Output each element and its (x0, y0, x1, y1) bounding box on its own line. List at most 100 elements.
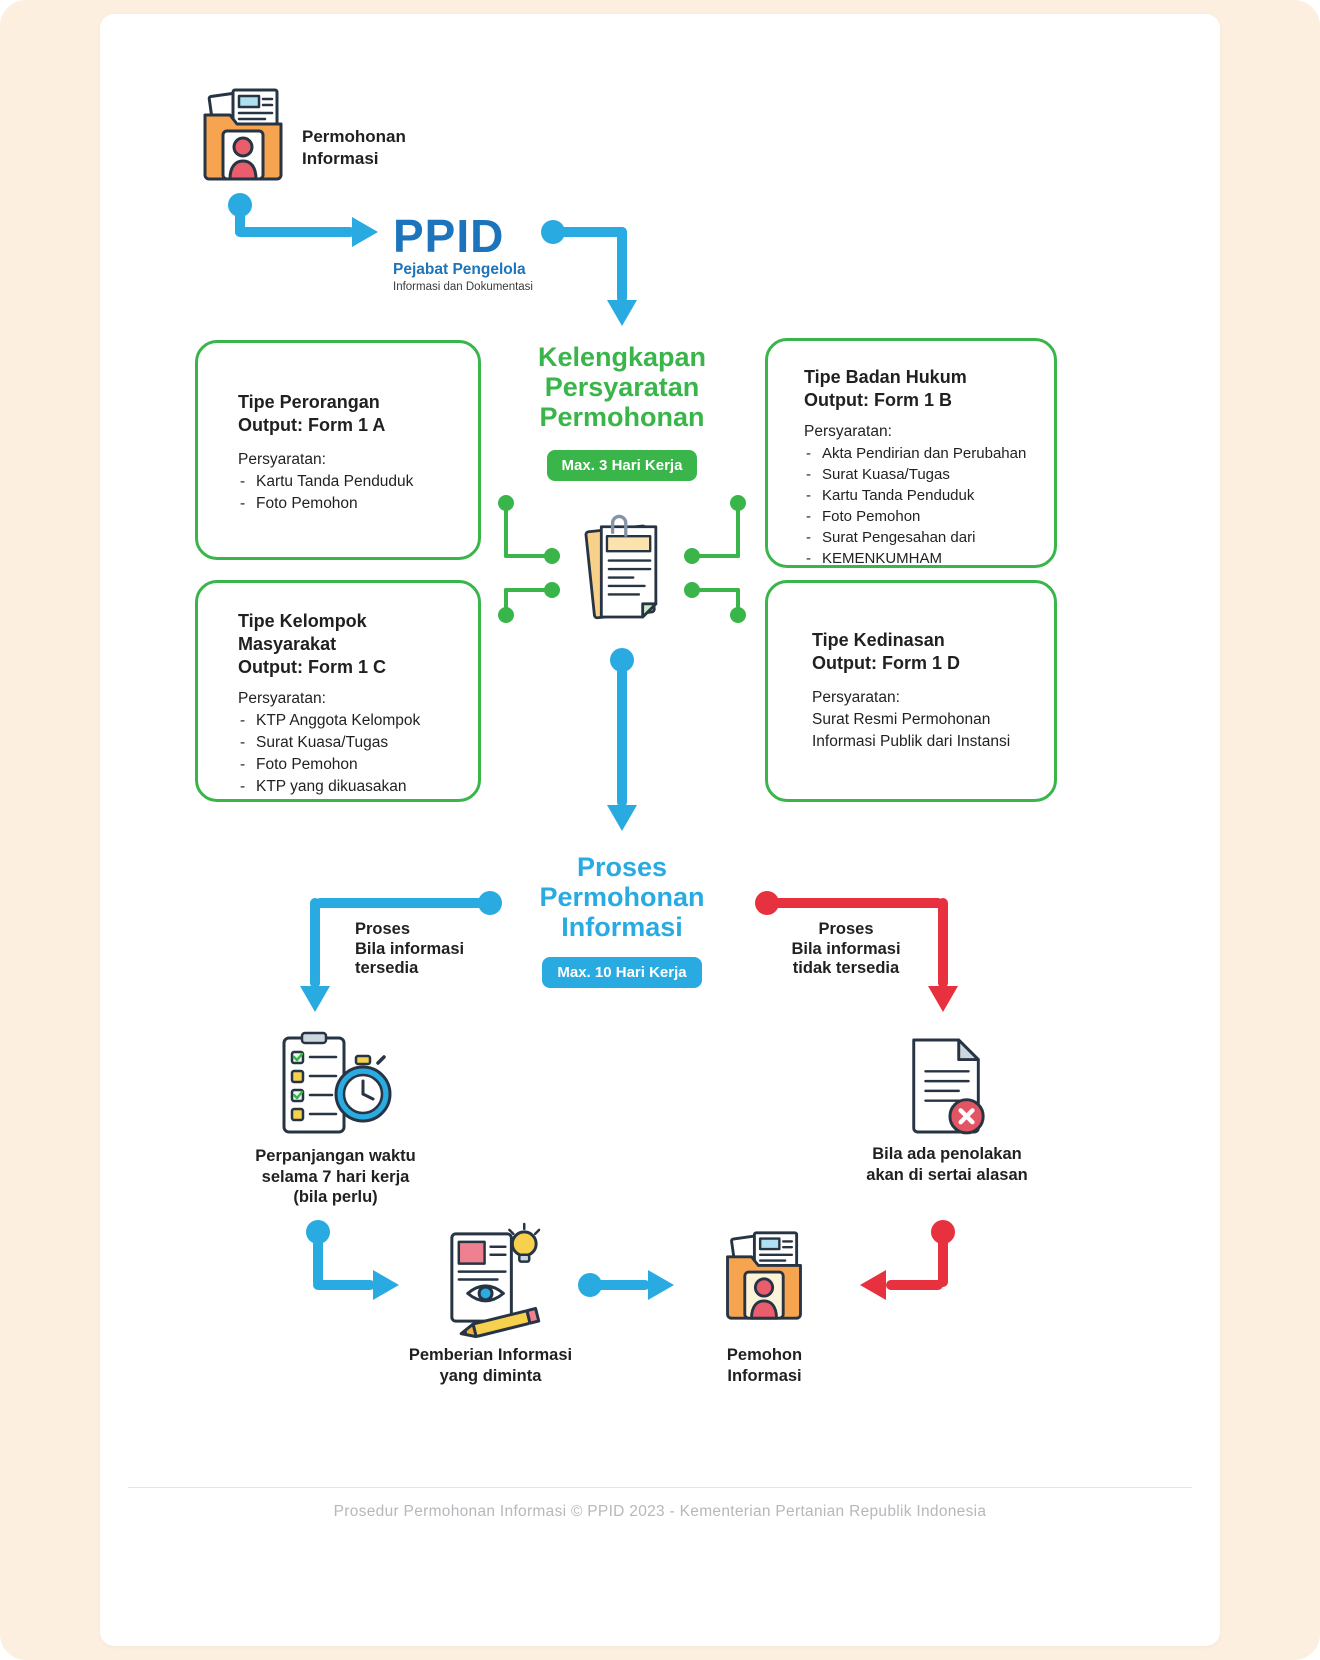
type-output: Output: Form 1 C (238, 657, 386, 677)
arrow-down-icon (607, 805, 637, 831)
requirement-item: KTP Anggota Kelompok (238, 710, 460, 732)
requirements-label: Persyaratan: (238, 451, 326, 468)
connector-dot (544, 582, 560, 598)
flow-line (504, 588, 552, 592)
ppid-logo: PPID Pejabat Pengelola Informasi dan Dok… (393, 212, 573, 293)
arrow-down-icon (300, 986, 330, 1012)
requirement-item: Kartu Tanda Penduduk (804, 485, 1040, 506)
requirements-label: Persyaratan: (804, 423, 892, 440)
flow-line (313, 1227, 323, 1287)
arrow-right-icon (648, 1270, 674, 1300)
text-line: Bila ada penolakan (872, 1145, 1022, 1163)
text-line: Proses (355, 920, 411, 938)
flow-line (590, 1280, 650, 1290)
flow-line (313, 1280, 375, 1290)
requirement-item: KEMENKUMHAM (804, 548, 1040, 569)
requirement-item: Foto Pemohon (238, 493, 460, 515)
text-line: Permohonan (302, 127, 406, 146)
folder-applicant-icon (716, 1226, 812, 1324)
arrow-down-icon (607, 300, 637, 326)
text-line: Pemohon (726, 1346, 803, 1364)
requirements-label: Persyaratan: (812, 689, 900, 706)
extension-caption: Perpanjangan waktu selama 7 hari kerja (bi… (243, 1146, 428, 1208)
text-line: selama 7 hari kerja (261, 1167, 410, 1186)
type-box-badan-hukum: Tipe Badan Hukum Output: Form 1 B Persya… (765, 338, 1057, 569)
content-card (100, 14, 1220, 1646)
flow-line (736, 588, 740, 617)
rejection-caption: Bila ada penolakan akan di sertai alasan (853, 1144, 1041, 1185)
requirement-item: Kartu Tanda Penduduk (238, 471, 460, 493)
ppid-logo-acronym: PPID (393, 210, 505, 262)
flow-line (692, 588, 740, 592)
text-line: Proses (818, 920, 874, 938)
type-title: Tipe Kedinasan (812, 630, 945, 650)
requirement-item: Foto Pemohon (238, 754, 460, 776)
type-title: Tipe Perorangan (238, 392, 380, 412)
type-box-kelompok-masyarakat: Tipe Kelompok Masyarakat Output: Form 1 … (195, 580, 481, 802)
requirement-item: Surat Kuasa/Tugas (238, 732, 460, 754)
flow-line (938, 1227, 948, 1287)
flow-line (504, 554, 552, 558)
footer-divider (128, 1487, 1192, 1488)
type-title: Tipe Kelompok Masyarakat (238, 611, 367, 654)
document-insight-icon (432, 1222, 556, 1341)
text-line: tidak tersedia (792, 959, 900, 977)
text-line: Perpanjangan waktu (255, 1147, 416, 1165)
text-line: Bila informasi (355, 939, 465, 958)
text-line: Permohonan (539, 402, 705, 432)
type-box-kedinasan: Tipe Kedinasan Output: Form 1 D Persyara… (765, 580, 1057, 802)
requirements-list: Akta Pendirian dan PerubahanSurat Kuasa/… (804, 443, 1040, 569)
requirements-body: Surat Resmi Permohonan Informasi Publik … (812, 711, 1011, 750)
text-line: Proses (576, 852, 668, 882)
stage-requirements-badge: Max. 3 Hari Kerja (546, 450, 698, 481)
text-line: Kelengkapan (537, 342, 707, 372)
clipboard-clock-icon (272, 1030, 392, 1140)
folder-applicant-icon (193, 83, 293, 185)
arrow-left-icon (860, 1270, 886, 1300)
arrow-down-icon (928, 986, 958, 1012)
type-output: Output: Form 1 A (238, 415, 386, 435)
requirement-item: Surat Kuasa/Tugas (804, 464, 1040, 485)
flow-line (504, 588, 508, 617)
type-title: Tipe Badan Hukum (804, 367, 967, 387)
requirements-list: KTP Anggota KelompokSurat Kuasa/TugasFot… (238, 710, 460, 798)
requirements-list: Kartu Tanda PendudukFoto Pemohon (238, 471, 460, 515)
text-line: Bila informasi (791, 939, 901, 958)
stage-process-badge: Max. 10 Hari Kerja (542, 957, 702, 988)
connector-dot (684, 548, 700, 564)
requirement-item: Foto Pemohon (804, 506, 1040, 527)
stage-requirements-badge-wrap: Max. 3 Hari Kerja (512, 450, 732, 481)
text-line: akan di sertai alasan (866, 1165, 1028, 1184)
flow-line (235, 227, 355, 237)
text-line: (bila perlu) (293, 1188, 378, 1206)
type-output: Output: Form 1 D (812, 653, 960, 673)
text-line: yang diminta (439, 1366, 542, 1385)
flow-line (235, 200, 245, 237)
flow-line (315, 898, 490, 908)
text-line: Persyaratan (544, 372, 700, 402)
flow-line (504, 503, 508, 558)
flow-line (736, 503, 740, 558)
flow-line (767, 898, 943, 908)
text-line: Informasi (561, 912, 683, 942)
text-line: Informasi (727, 1366, 802, 1385)
flow-line (886, 1280, 943, 1290)
text-line: tersedia (355, 959, 419, 977)
flow-line (310, 898, 320, 988)
flow-line (617, 655, 627, 807)
footer-text: Prosedur Permohonan Informasi © PPID 202… (333, 1503, 987, 1520)
flow-line (553, 227, 627, 237)
requirement-item: Akta Pendirian dan Perubahan (804, 443, 1040, 464)
text-line: Permohonan (539, 882, 705, 912)
text-line: Informasi (302, 149, 379, 168)
flow-line (617, 227, 627, 303)
requirement-item: Surat Pengesahan dari (804, 527, 1040, 548)
ppid-logo-subtitle: Pejabat Pengelola (393, 261, 526, 278)
requirement-item: KTP yang dikuasakan (238, 776, 460, 798)
